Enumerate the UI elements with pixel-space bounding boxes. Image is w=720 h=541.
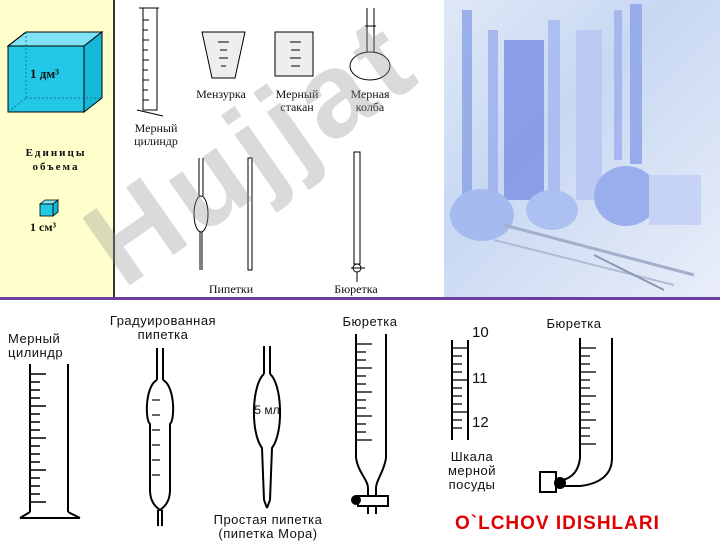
bottom-burette-right-drawing [539,338,613,493]
label-bottom-burette-right: Бюретка [546,316,602,331]
label-bottom-burette-left: Бюретка [342,314,398,329]
bottom-burette-left-ticks [356,343,372,441]
section-divider [0,297,720,300]
cube-large-icon [6,30,104,114]
bottom-pipette-ticks [152,399,160,476]
top-glassware-diagram [136,7,391,282]
bottom-scale-ticks [452,347,468,429]
label-bottom-graduated-cylinder: Мерный цилиндр [8,331,64,360]
label-burette: Бюретка [334,282,378,296]
cube-large-label: 1 дм³ [30,66,60,81]
graduated-pipette-drawing [247,157,253,271]
glassware-photo [444,0,720,297]
scale-tick-10: 10 [472,324,489,341]
label-bottom-scale: Шкала мерной посуды [447,449,497,492]
bottom-scale-drawing [451,340,469,440]
label-bottom-graduated-pipette: Градуированная пипетка [109,313,217,342]
measuring-beaker-drawing [274,31,314,77]
bulb-pipette-drawing [193,158,209,270]
label-menzurka: Мензурка [196,87,246,101]
menzurka-drawing [201,31,246,79]
label-measuring-beaker: Мерный стакан [275,87,319,114]
label-bottom-mohr-pipette: Простая пипетка (пипетка Мора) [213,512,323,541]
graduated-cylinder-drawing [136,7,164,117]
units-caption: Единицы объема [25,147,87,173]
bottom-glassware-diagram [19,334,613,526]
slide-title: O`LCHOV IDISHLARI [455,513,660,534]
bottom-cylinder-ticks [30,373,46,503]
bottom-graduated-cylinder-drawing [19,364,81,519]
bottom-graduated-pipette-drawing [145,348,175,526]
bottom-mohr-pipette-drawing [253,346,281,509]
bottom-burette-left-drawing [351,334,389,514]
label-pipettes: Пипетки [208,282,254,296]
bottom-burette-right-ticks [580,347,596,445]
pipette-volume-label: 5 мл [254,403,280,417]
burette-drawing [351,151,365,282]
cube-small-label: 1 см³ [30,220,57,234]
scale-tick-12: 12 [472,414,489,431]
label-graduated-cylinder: Мерный цилиндр [134,121,178,148]
volumetric-flask-drawing [349,8,391,81]
label-volumetric-flask: Мерная колба [350,87,390,114]
units-panel: 1 дм³ Единицы объема 1 см³ [0,0,115,300]
cube-small-icon [38,199,60,217]
scale-tick-11: 11 [472,370,488,387]
